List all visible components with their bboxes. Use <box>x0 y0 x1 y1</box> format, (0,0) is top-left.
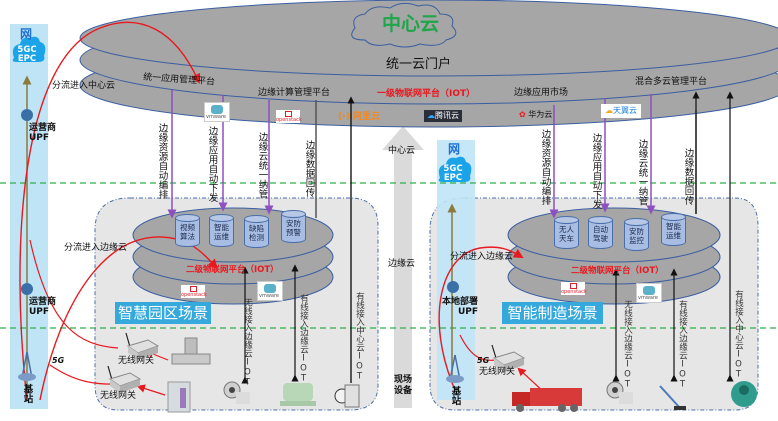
cloud-icon <box>351 2 457 48</box>
flow-to-edge-arrow-right <box>438 246 524 391</box>
middle-center-cloud-label: 中心云 <box>388 146 416 156</box>
vmware-logo: vmware <box>636 283 662 303</box>
router-icon <box>21 109 33 121</box>
tencent-cloud-logo: ☁腾讯云 <box>424 110 462 122</box>
five-g-label-right: 5G <box>477 356 490 365</box>
crane-icon <box>659 385 686 410</box>
iot-level1-label: 一级物联网平台（IOT） <box>377 89 476 99</box>
camera-icon <box>606 381 633 404</box>
flow-to-center-arrow <box>19 21 201 401</box>
huawei-cloud-logo: ✿ 华为云 <box>519 110 553 119</box>
base-station-icon <box>446 354 464 383</box>
edge-app-right-4: 智能运维 <box>661 213 686 246</box>
middle-edge-cloud-label: 边缘云 <box>388 259 416 269</box>
access-arrows-right <box>612 91 734 382</box>
hybrid-cloud-mgmt-label: 混合多云管理平台 <box>635 77 708 87</box>
wireless-gateway-icon <box>107 365 142 393</box>
access-label-left-1: 无线接入边缘云IOT <box>242 298 253 388</box>
vmware-logo: vmware <box>257 281 283 301</box>
core-network-cloud-icon <box>438 156 472 182</box>
edge-link-label-left-1: 边缘资源自动编排 <box>156 123 168 199</box>
middle-field-devices-label: 现场设备 <box>394 375 413 396</box>
base-station-label-right: 基站 <box>449 386 461 405</box>
openstack-logo: openstack <box>561 282 587 295</box>
net-title-right: 网 <box>448 142 461 156</box>
openstack-logo: openstack <box>276 110 302 123</box>
center-cloud-title: 中心云 <box>382 13 440 35</box>
wireless-gateway-icon <box>491 344 526 372</box>
flow-to-edge-label-right: 分流进入边缘云 <box>450 252 514 262</box>
tianyi-cloud-logo: ☁天翼云 <box>601 104 641 118</box>
edge-compute-mgmt-label: 边缘计算管理平台 <box>258 88 331 98</box>
unified-portal-label: 统一云门户 <box>386 57 452 72</box>
edge-link-label-left-2: 边缘应用自动下发 <box>206 126 218 202</box>
device-link-2 <box>136 384 166 396</box>
network-column-left <box>10 24 48 409</box>
router-icon <box>21 283 33 295</box>
openstack-logo: openstack <box>181 285 207 298</box>
gateway-link-right <box>459 334 496 361</box>
edge-link-label-right-3: 边缘云统一纳管 <box>636 139 648 206</box>
edge-cloud-stack-right <box>507 207 721 305</box>
edge-app-right-2: 自动驾驶 <box>588 216 613 249</box>
access-label-right-2: 有线接入边缘云IOT <box>677 300 688 390</box>
router-icon <box>447 281 459 293</box>
flow-to-edge-label-left: 分流进入边缘云 <box>64 243 128 253</box>
wireless-gateway-icon <box>125 332 160 360</box>
edge-app-market-label: 边缘应用市场 <box>514 88 569 98</box>
net-title-left: 网 <box>20 27 33 41</box>
flow-to-edge-arrow-left <box>39 236 218 401</box>
scene-title-right: 智能制造场景 <box>502 302 603 324</box>
scene-title-left: 智慧园区场景 <box>115 302 211 324</box>
iot-level2-label-left: 二级物联网平台（IOT） <box>186 265 279 275</box>
base-station-icon <box>18 351 36 381</box>
gateway-label-right: 无线网关 <box>479 367 516 377</box>
pressure-regulator-icon <box>334 384 360 408</box>
access-label-right-3: 有线接入中心云IOT <box>733 290 744 380</box>
flowmeter-icon <box>171 337 211 365</box>
cabinet-icon <box>167 381 191 413</box>
edge-app-left-3: 缺陷检测 <box>244 215 269 248</box>
edge-app-left-2: 智能运维 <box>209 214 234 247</box>
edge-app-left-4: 安防预警 <box>281 210 306 243</box>
access-label-left-3: 有线接入中心云IOT <box>354 292 365 382</box>
pump-icon <box>280 383 316 406</box>
edge-link-label-left-3: 边缘云统一纳管 <box>256 132 268 199</box>
huawei-flower-icon: ✿ <box>519 110 526 119</box>
gateway-link-1 <box>29 239 119 349</box>
flow-to-center-label: 分流进入中心云 <box>52 81 116 91</box>
five-g-label-left: 5G <box>52 356 65 365</box>
gateway-label-left-1: 无线网关 <box>118 356 155 366</box>
edge-link-label-right-2: 边缘应用自动下发 <box>590 133 602 209</box>
aliyun-logo: (-) 阿里云 <box>338 112 381 122</box>
core-network-cloud-icon <box>12 36 46 62</box>
base-station-label-left: 基站 <box>21 384 33 403</box>
cloud-icon: ☁ <box>605 106 613 115</box>
cloud-icon: ☁ <box>427 111 435 120</box>
gateway-label-left-2: 无线网关 <box>100 391 137 401</box>
blower-icon <box>731 381 757 407</box>
iot-level2-label-right: 二级物联网平台（IOT） <box>571 266 664 276</box>
edge-link-label-right-1: 边缘资源自动编排 <box>539 129 551 205</box>
vmware-logo: vmware <box>204 102 230 122</box>
access-label-right-1: 无线接入边缘云IOT <box>622 300 633 390</box>
edge-app-right-3: 安防监控 <box>624 218 649 251</box>
edge-link-label-left-4: 边缘数据回传 <box>303 140 315 197</box>
access-label-left-2: 有线接入边缘云IOT <box>298 294 309 384</box>
camera-icon <box>223 381 250 404</box>
edge-link-label-right-4: 边缘数据回传 <box>682 148 694 205</box>
truck-icon <box>512 388 582 412</box>
edge-app-left-1: 视频算法 <box>175 214 200 247</box>
middle-arrow <box>382 126 424 408</box>
edge-app-right-1: 无人天车 <box>554 216 579 249</box>
